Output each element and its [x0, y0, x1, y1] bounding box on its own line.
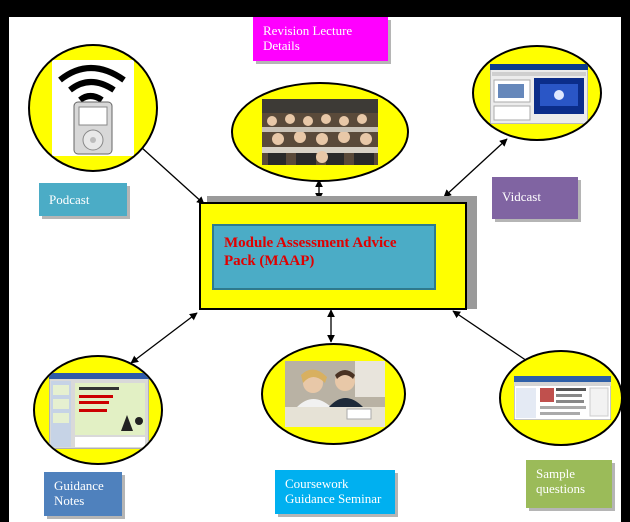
- podcast-box: Podcast: [39, 183, 127, 216]
- students-photo: [285, 361, 385, 427]
- vidcast-box: Vidcast: [492, 177, 578, 219]
- guidance-notes-box: Guidance Notes: [44, 472, 122, 516]
- coursework-label: Coursework Guidance Seminar: [285, 476, 382, 506]
- podcast-label: Podcast: [49, 192, 90, 207]
- sample-questions-label: Sample questions: [536, 466, 586, 496]
- coursework-ellipse: [261, 343, 406, 445]
- lecture-hall-photo: [262, 99, 378, 165]
- vidcast-ellipse: [472, 45, 602, 141]
- podcast-ellipse: [28, 44, 158, 172]
- revision-lecture-label: Revision Lecture Details: [263, 23, 353, 53]
- lecture-ellipse: [231, 82, 409, 182]
- slide-presentation-thumbnail: [48, 372, 150, 450]
- webpage-screenshot: [513, 375, 612, 421]
- guidance-notes-ellipse: [33, 355, 163, 465]
- ipod-wifi-icon: [52, 60, 134, 156]
- sample-questions-box: Sample questions: [526, 460, 612, 508]
- video-player-screenshot: [489, 63, 589, 125]
- guidance-notes-label: Guidance Notes: [54, 478, 104, 508]
- vidcast-label: Vidcast: [502, 189, 541, 204]
- arrow-guidance-notes: [130, 312, 198, 364]
- maap-title-box: Module Assessment Advice Pack (MAAP): [212, 224, 436, 290]
- arrow-vidcast: [443, 138, 508, 198]
- arrow-podcast: [130, 137, 205, 205]
- sample-questions-ellipse: [499, 350, 623, 446]
- coursework-box: Coursework Guidance Seminar: [275, 470, 395, 514]
- maap-title: Module Assessment Advice Pack (MAAP): [224, 235, 397, 269]
- arrow-sample-questions: [452, 310, 537, 368]
- revision-lecture-box: Revision Lecture Details: [253, 17, 388, 61]
